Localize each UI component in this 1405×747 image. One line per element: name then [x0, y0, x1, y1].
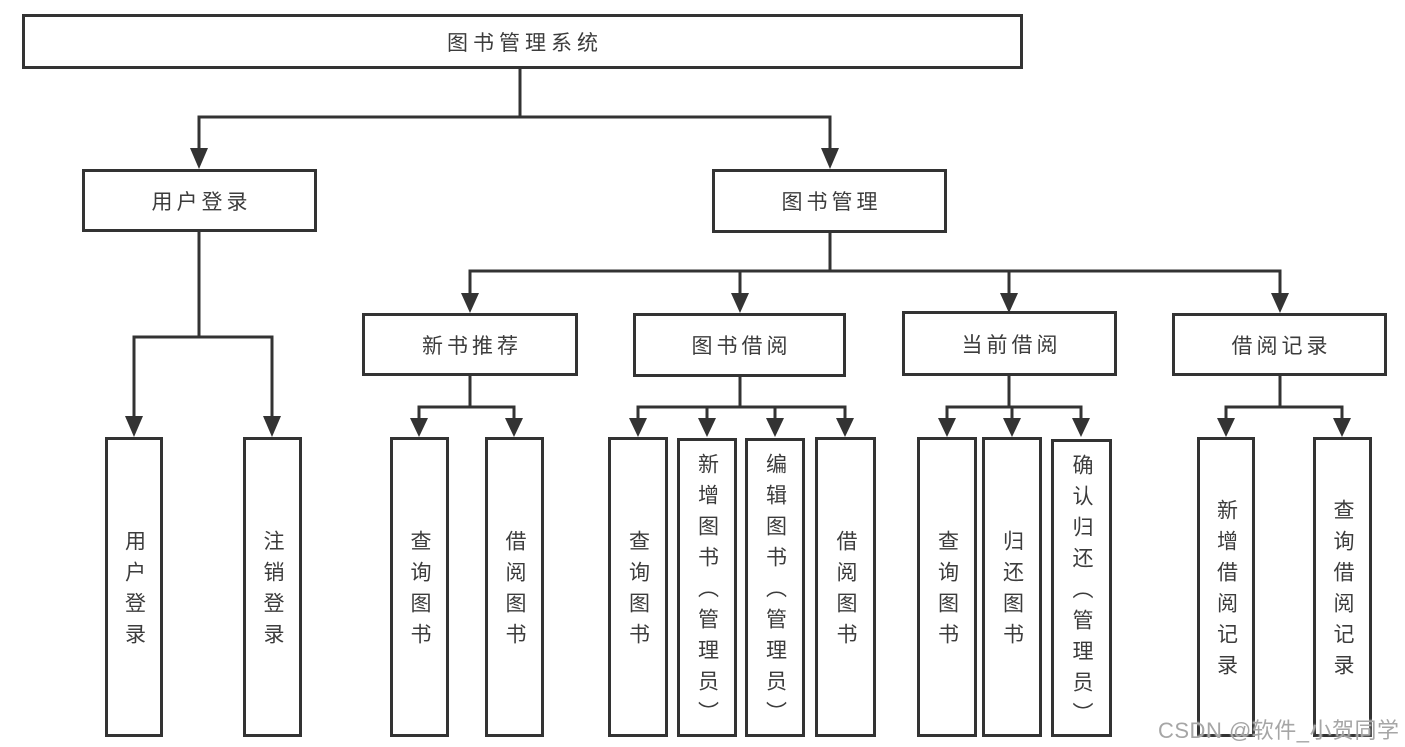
leaf-return-books: 归还图书: [982, 437, 1042, 737]
leaf-add-borrow-record: 新增借阅记录: [1197, 437, 1255, 737]
node-borrow-records: 借阅记录: [1172, 313, 1387, 376]
node-borrow-records-label: 借阅记录: [1231, 334, 1332, 358]
node-user-login: 用户登录: [82, 169, 317, 232]
node-system-root: 图书管理系统: [22, 14, 1023, 69]
arrowheads: [125, 148, 1351, 437]
node-book-borrow-label: 图书借阅: [691, 335, 792, 358]
leaf-query-books-borrow-label: 查询图书: [626, 530, 650, 654]
leaf-add-books-admin-label: 新增图书（管理员）: [695, 453, 719, 732]
leaf-logout: 注销登录: [243, 437, 302, 737]
node-new-book-recommend-label: 新书推荐: [422, 334, 522, 358]
node-book-management-label: 图书管理: [781, 191, 882, 214]
leaf-edit-books-admin: 编辑图书（管理员）: [745, 438, 805, 737]
node-current-borrow-label: 当前借阅: [961, 333, 1062, 357]
node-new-book-recommend: 新书推荐: [362, 313, 578, 376]
leaf-borrow-books-recommend-label: 借阅图书: [503, 530, 526, 654]
leaf-add-books-admin: 新增图书（管理员）: [677, 438, 737, 737]
leaf-edit-books-admin-label: 编辑图书（管理员）: [763, 453, 787, 732]
node-book-borrow: 图书借阅: [633, 313, 846, 377]
leaf-query-borrow-record: 查询借阅记录: [1313, 437, 1372, 737]
leaf-query-books-borrow: 查询图书: [608, 437, 668, 737]
node-user-login-label: 用户登录: [151, 190, 252, 214]
leaf-borrow-books-recommend: 借阅图书: [485, 437, 544, 737]
leaf-query-books-recommend-label: 查询图书: [408, 530, 431, 654]
csdn-watermark: CSDN @软件_小贺同学: [1158, 718, 1400, 743]
leaf-logout-label: 注销登录: [261, 530, 284, 654]
node-book-management: 图书管理: [712, 169, 947, 233]
node-system-root-label: 图书管理系统: [447, 31, 603, 55]
leaf-query-books-current: 查询图书: [917, 437, 977, 737]
leaf-confirm-return-admin: 确认归还（管理员）: [1051, 439, 1112, 737]
leaf-user-login: 用户登录: [105, 437, 163, 737]
leaf-return-books-label: 归还图书: [1000, 530, 1024, 654]
leaf-confirm-return-admin-label: 确认归还（管理员）: [1070, 453, 1093, 733]
leaf-query-books-recommend: 查询图书: [390, 437, 449, 737]
leaf-query-borrow-record-label: 查询借阅记录: [1331, 499, 1354, 685]
leaf-borrow-books-label: 借阅图书: [834, 530, 857, 654]
leaf-user-login-label: 用户登录: [122, 530, 146, 654]
leaf-query-books-current-label: 查询图书: [935, 530, 959, 654]
node-current-borrow: 当前借阅: [902, 311, 1117, 376]
leaf-borrow-books: 借阅图书: [815, 437, 876, 737]
leaf-add-borrow-record-label: 新增借阅记录: [1214, 499, 1238, 685]
